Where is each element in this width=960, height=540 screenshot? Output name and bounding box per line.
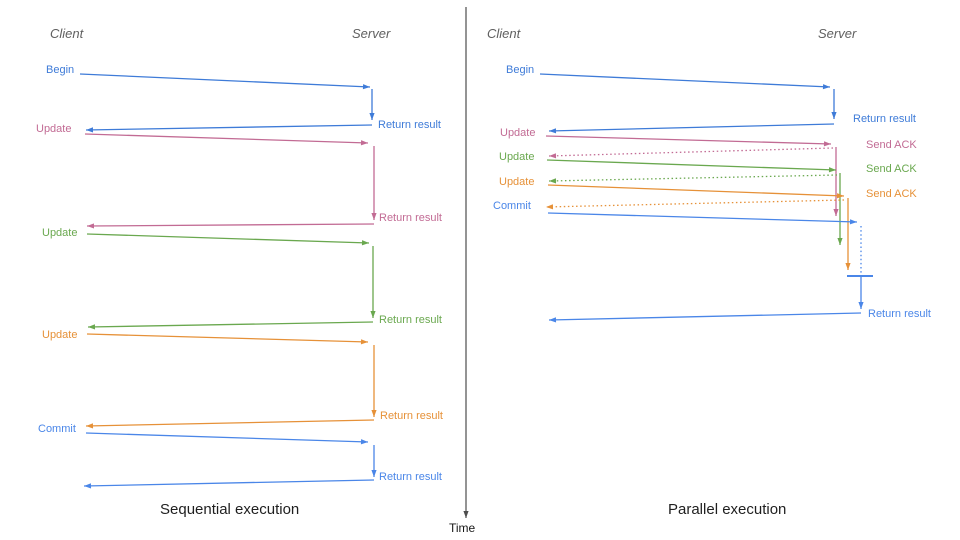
sequential-begin-label: Begin (46, 64, 75, 76)
sequential-return-result-arrow (83, 479, 375, 489)
parallel-commit-label: Commit (493, 200, 531, 212)
parallel-return-result-label: Return result (853, 113, 916, 125)
sequential-return-result-label: Return result (379, 471, 442, 483)
sequential-commit-label: Commit (38, 423, 76, 435)
parallel-send-ack-label: Send ACK (866, 188, 917, 200)
parallel-return-result-arrow (548, 312, 862, 323)
sequential-return-result-arrow (85, 124, 373, 133)
sequential-server-header: Server (352, 26, 391, 41)
sequential-return-result-label: Return result (379, 314, 442, 326)
time-axis (463, 7, 469, 518)
parallel-send-ack-arrow (548, 147, 834, 159)
sequential-return-result-label: Return result (379, 212, 442, 224)
parallel-server-header: Server (818, 26, 857, 41)
sequential-update-label: Update (42, 227, 78, 239)
parallel-update-label: Update (499, 176, 535, 188)
sequential-server-processing-arrow (371, 445, 377, 477)
sequential-commit-request-arrow (85, 432, 369, 445)
parallel-send-ack-arrow (548, 174, 838, 184)
sequential-return-result-label: Return result (378, 119, 441, 131)
parallel-send-ack-arrow (545, 199, 845, 210)
parallel-server-processing-arrow (858, 277, 864, 309)
sequential-return-result-label: Return result (380, 410, 443, 422)
parallel-client-header: Client (487, 26, 521, 41)
parallel-server-processing-arrow (837, 173, 843, 245)
parallel-panel-title: Parallel execution (668, 501, 787, 518)
parallel-return-result-arrow (548, 123, 835, 134)
time-axis-label: Time (449, 521, 476, 535)
sequential-server-processing-arrow (369, 89, 375, 120)
sequential-return-result-arrow (85, 419, 375, 429)
sequential-server-processing-arrow (371, 146, 377, 220)
parallel-send-ack-label: Send ACK (866, 139, 917, 151)
parallel-server-processing-arrow (833, 147, 839, 216)
parallel-update-label: Update (499, 151, 535, 163)
parallel-send-ack-label: Send ACK (866, 163, 917, 175)
sequential-panel-title: Sequential execution (160, 501, 300, 518)
parallel-update-request-arrow (546, 159, 837, 173)
parallel-update-request-arrow (545, 135, 832, 147)
sequential-update-request-arrow (86, 333, 369, 345)
sequential-update-request-arrow (84, 133, 369, 146)
sequential-return-result-arrow (87, 321, 374, 330)
parallel-begin-label: Begin (506, 64, 535, 76)
sequential-update-label: Update (42, 329, 78, 341)
parallel-server-processing-arrow (831, 89, 837, 119)
parallel-return-result-label: Return result (868, 308, 931, 320)
parallel-update-label: Update (500, 127, 536, 139)
parallel-begin-request-arrow (539, 73, 831, 90)
sequential-update-request-arrow (86, 233, 370, 246)
sequential-server-processing-arrow (371, 345, 377, 417)
sequential-client-header: Client (50, 26, 84, 41)
sequential-begin-request-arrow (79, 73, 371, 90)
parallel-update-request-arrow (547, 184, 845, 199)
sequential-update-label: Update (36, 123, 72, 135)
sequential-server-processing-arrow (370, 246, 376, 318)
sequential-return-result-arrow (86, 223, 375, 229)
parallel-server-processing-arrow (845, 198, 851, 270)
parallel-commit-request-arrow (547, 212, 858, 225)
